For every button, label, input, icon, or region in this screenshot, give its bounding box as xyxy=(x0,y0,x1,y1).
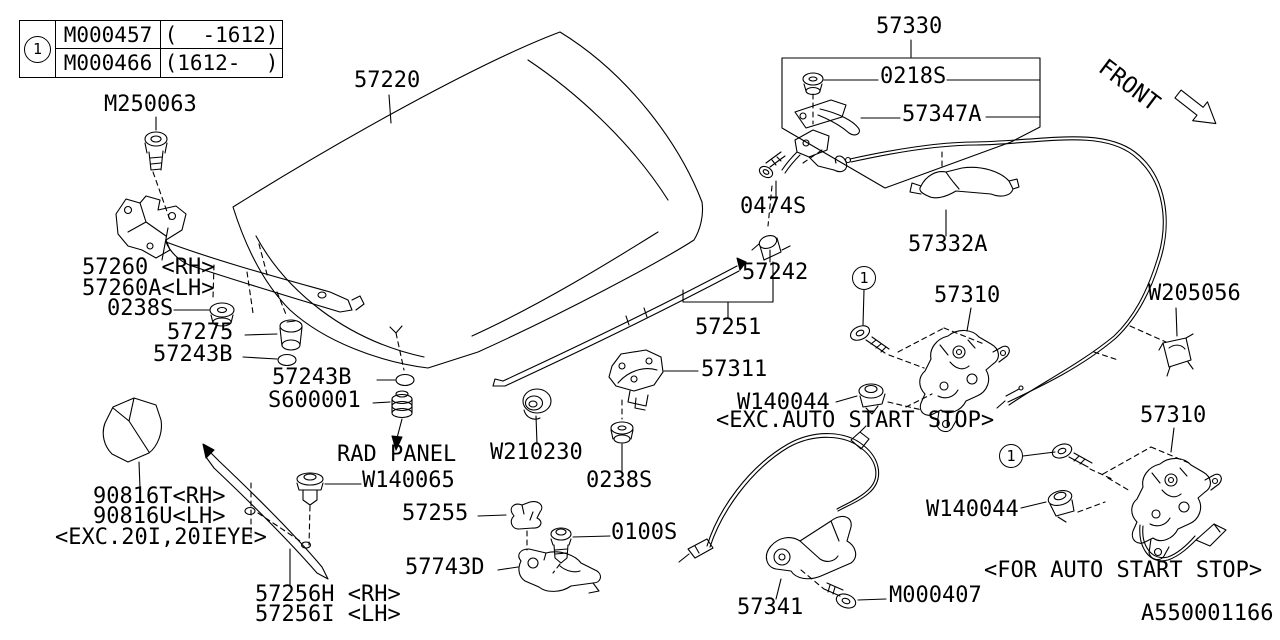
ref-part-2: M000466 xyxy=(56,49,161,77)
ref-marker-1: 1 xyxy=(852,266,876,290)
label-w140065: W140065 xyxy=(362,468,455,493)
label-0218s: 0218S xyxy=(880,64,947,89)
label-57275: 57275 xyxy=(167,320,234,345)
hood-panel-drawing xyxy=(232,31,704,369)
release-handle-drawing xyxy=(909,151,1020,237)
label-w210230: W210230 xyxy=(490,440,583,465)
label-exc-auto-start-stop: <EXC.AUTO START STOP> xyxy=(716,408,995,433)
release-cable-drawing xyxy=(844,136,1167,409)
label-57256h-rh: 57256H <RH> xyxy=(255,582,401,607)
deflector-drawing xyxy=(102,397,162,489)
label-57243b-b: 57243B xyxy=(272,365,352,390)
label-0238s-mid: 0238S xyxy=(586,468,653,493)
hood-hinge-drawing xyxy=(115,116,365,367)
label-exc-20i-20ieye: <EXC.20I,20IEYE> xyxy=(55,525,267,550)
label-57310-for: 57310 xyxy=(1140,403,1207,428)
bolt-0474s-drawing xyxy=(758,151,786,199)
ref-marker-2: 1 xyxy=(999,444,1023,468)
center-fasteners-drawing xyxy=(296,325,415,546)
label-57330: 57330 xyxy=(876,14,943,39)
latch-for-fasteners-drawing xyxy=(1020,427,1227,562)
support-strip-drawing xyxy=(202,443,329,587)
ref-part-1: M000457 xyxy=(56,21,161,49)
label-diagram-code: A550001166 xyxy=(1141,601,1274,626)
label-w140044-for: W140044 xyxy=(926,497,1019,522)
label-57311: 57311 xyxy=(701,357,768,382)
label-57341: 57341 xyxy=(737,595,804,620)
label-57743d: 57743D xyxy=(405,555,485,580)
label-57310-exc: 57310 xyxy=(934,283,1001,308)
label-57260-rh: 57260 <RH> xyxy=(82,255,215,280)
label-57251: 57251 xyxy=(695,315,762,340)
label-90816u-lh: 90816U<LH> xyxy=(93,504,226,529)
reference-table: 1 M000457 ( -1612) M000466 (1612- ) xyxy=(19,20,283,78)
label-57242: 57242 xyxy=(742,260,809,285)
label-0474s: 0474S xyxy=(740,194,807,219)
label-57243b-a: 57243B xyxy=(153,342,233,367)
label-w205056: W205056 xyxy=(1148,281,1241,306)
latch-assembly-box-drawing xyxy=(781,39,1041,189)
label-m000407: M000407 xyxy=(889,583,982,608)
hood-stay-rod-drawing xyxy=(492,185,791,387)
label-0238s-hinge: 0238S xyxy=(107,296,174,321)
ref-number-cell: 1 xyxy=(20,21,56,77)
label-57260a-lh: 57260A<LH> xyxy=(82,276,215,301)
label-57332a: 57332A xyxy=(908,232,988,257)
label-57220: 57220 xyxy=(354,68,421,93)
ref-range-1: ( -1612) xyxy=(161,21,282,49)
latch-exc-fasteners-drawing xyxy=(835,289,985,415)
label-57255: 57255 xyxy=(402,501,469,526)
label-57347a: 57347A xyxy=(902,102,982,127)
label-0100s: 0100S xyxy=(611,520,678,545)
label-rad-panel: RAD PANEL xyxy=(337,442,457,467)
label-m250063: M250063 xyxy=(104,92,197,117)
ref-range-2: (1612- ) xyxy=(164,51,279,75)
hood-latch-drawing xyxy=(919,329,1010,433)
label-90816t-rh: 90816T<RH> xyxy=(93,484,226,509)
label-s600001: S600001 xyxy=(268,388,361,413)
cable-clamp-drawing xyxy=(1158,307,1194,377)
front-direction-arrow xyxy=(1174,89,1217,125)
center-bracket-drawing xyxy=(522,349,699,472)
label-for-auto-start-stop: <FOR AUTO START STOP> xyxy=(984,558,1263,583)
label-w140044-exc: W140044 xyxy=(737,390,830,415)
label-57256i-lh: 57256I <LH> xyxy=(255,602,401,627)
stay-bracket-drawing xyxy=(477,501,611,594)
ref-marker-table: 1 xyxy=(24,35,51,63)
release-lever-cable-drawing xyxy=(678,425,887,609)
